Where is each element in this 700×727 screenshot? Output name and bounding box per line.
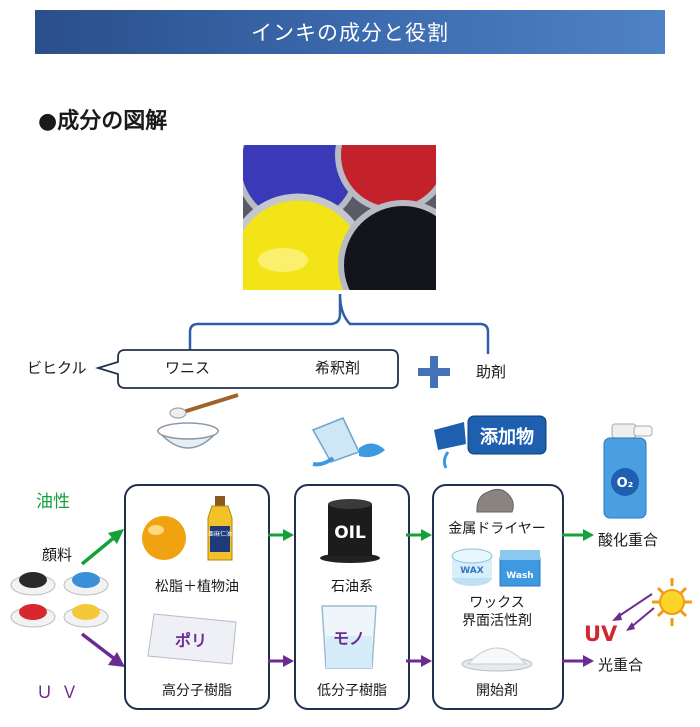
ink-cans-photo [243, 145, 436, 290]
additive-card [432, 484, 564, 710]
initiator-powder-icon [461, 647, 533, 672]
sun-rays-icon [612, 578, 692, 631]
arrow-col2-col3-top [406, 529, 432, 541]
arrow-col1-col2-bottom [268, 655, 294, 667]
pigment-label: 顔料 [42, 546, 73, 564]
resin-card [124, 484, 270, 710]
section-title: ●成分の図解 [38, 109, 168, 134]
bottle-label: 亜麻仁油 [208, 530, 232, 538]
polymer-sheet-icon: ポリ [147, 613, 237, 665]
vegetable-oil-bottle-icon: 亜麻仁油 [207, 496, 233, 561]
title-bar: インキの成分と役割 [35, 10, 665, 54]
wax-label-line1: ワックス [469, 595, 525, 611]
photo-polymerization-label: 光重合 [598, 656, 644, 674]
diluent-label: 希釈剤 [315, 359, 361, 377]
wax-tag: WAX [460, 566, 483, 576]
arrow-col1-col2-top [268, 529, 294, 541]
beaker-label: モノ [333, 629, 365, 648]
uv-label: ＵＶ [36, 683, 86, 703]
col1-bottom-label: 高分子樹脂 [162, 683, 232, 699]
o2-label: O₂ [617, 476, 634, 491]
mixing-bowl-icon [156, 393, 239, 449]
plus-icon [418, 356, 450, 388]
page-title: インキの成分と役割 [251, 21, 449, 45]
drum-label: OIL [334, 523, 366, 543]
metal-stone-icon [476, 488, 514, 513]
col2-top-label: 石油系 [331, 579, 373, 595]
col2-bottom-label: 低分子樹脂 [317, 683, 387, 699]
uv-light-label: UV [584, 622, 618, 646]
sheet-label: ポリ [175, 631, 207, 650]
oily-arrow [80, 529, 124, 566]
varnish-label: ワニス [165, 359, 211, 377]
oxygen-can-icon: O₂ [603, 423, 653, 519]
metal-drier-label: 金属ドライヤー [448, 521, 546, 537]
wax-wash-icon: WAX Wash [451, 548, 541, 587]
oily-label: 油性 [36, 492, 70, 512]
additive-pack-label: 添加物 [480, 426, 534, 448]
vehicle-box [95, 349, 399, 389]
initiator-label: 開始剤 [476, 683, 518, 699]
col1-top-label: 松脂＋植物油 [155, 579, 239, 595]
oxidative-polymerization-label: 酸化重合 [598, 531, 659, 549]
additive-pack-icon: 添加物 [434, 415, 547, 469]
arrow-to-photo [562, 655, 594, 667]
pigment-powders-icon [10, 572, 109, 628]
spilling-glass-icon [311, 417, 385, 467]
vehicle-label: ビヒクル [27, 359, 87, 377]
wax-label-line2: 界面活性剤 [462, 613, 532, 629]
oil-drum-icon: OIL [320, 499, 380, 563]
resin-drop-icon [142, 516, 186, 560]
arrow-col2-col3-bottom [406, 655, 432, 667]
beaker-icon: モノ [321, 605, 377, 669]
uv-arrow [80, 632, 125, 667]
arrow-to-oxidative [562, 529, 594, 541]
vehicle-brace [188, 293, 490, 354]
additive-label: 助剤 [476, 363, 507, 381]
wash-tag: Wash [506, 571, 533, 581]
